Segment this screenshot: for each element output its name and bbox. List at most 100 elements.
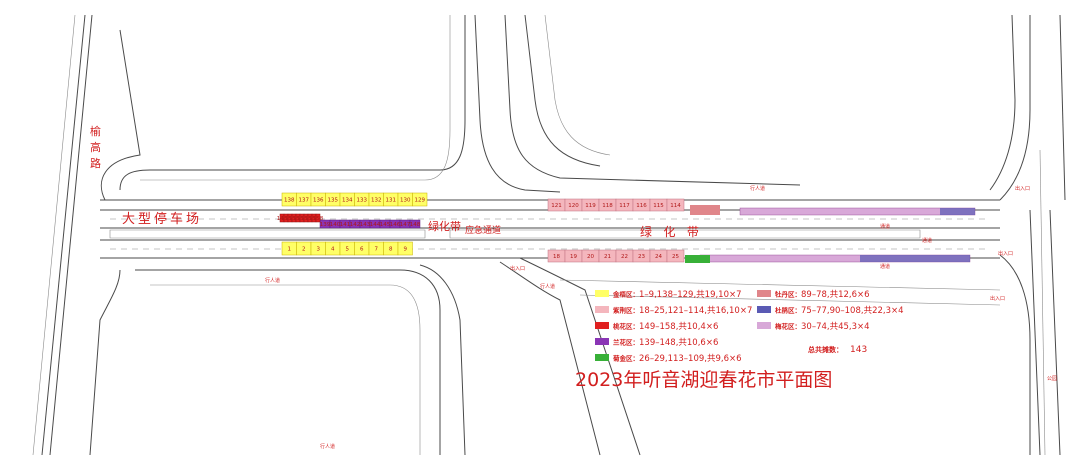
stall-pink [666, 198, 685, 212]
legend-zone-name: 梅花区： [775, 322, 801, 331]
legend-swatch [757, 322, 771, 329]
legend-zone-name: 紫荆区： [613, 306, 639, 315]
legend-zone-detail: 75–77,90–108,共22,3×4 [801, 306, 904, 316]
legend-swatch [757, 290, 771, 297]
stall-number: 156 [305, 216, 316, 222]
stall-number: 120 [568, 203, 579, 209]
stall-number: 9 [404, 247, 408, 253]
stall-number: 153 [293, 216, 304, 222]
stall-number: 24 [655, 254, 662, 260]
svg-text:出入口: 出入口 [1015, 185, 1030, 192]
stall-number: 130 [400, 198, 411, 204]
map-title: 2023年听音湖迎春花市平面图 [575, 369, 832, 391]
stall-red [315, 213, 321, 223]
stall-number: 138 [284, 198, 295, 204]
legend-zone-name: 牡丹区： [775, 290, 801, 299]
stall-number: 157 [309, 216, 320, 222]
stall-number: 148 [410, 222, 421, 228]
legend-zone-detail: 18–25,121–114,共16,10×7 [639, 306, 752, 316]
greenbelt-label-right: 绿 化 带 [640, 224, 699, 239]
stall-pink [666, 249, 685, 263]
stall-number: 137 [299, 198, 310, 204]
road-name-label: 榆高路 [90, 124, 101, 170]
stall-number: 145 [380, 222, 391, 228]
stall-number: 139 [320, 222, 331, 228]
emergency-lane-label: 应急通道 [465, 224, 501, 236]
stall-number: 155 [301, 216, 312, 222]
legend-zone-detail: 30–74,共45,3×4 [801, 322, 870, 332]
railway-lines [32, 14, 93, 456]
stall-number: 7 [375, 247, 379, 253]
stall-number: 134 [342, 198, 353, 204]
svg-text:公园: 公园 [1047, 376, 1057, 382]
stall-number: 151 [285, 216, 296, 222]
svg-text:行人道: 行人道 [540, 283, 555, 290]
stall-number: 143 [360, 222, 371, 228]
legend-zone-detail: 1–9,138–129,共19,10×7 [639, 290, 742, 300]
stall-number: 154 [297, 216, 308, 222]
svg-text:出入口: 出入口 [998, 250, 1013, 257]
legend-zone-name: 杜鹃区： [775, 306, 801, 315]
stall-number: 142 [350, 222, 361, 228]
stall-number: 117 [619, 203, 630, 209]
stall-number: 131 [386, 198, 397, 204]
stall-number: 158 [313, 216, 324, 222]
stall-number: 152 [289, 216, 300, 222]
stall-number: 116 [636, 203, 647, 209]
svg-text:行人道: 行人道 [320, 443, 335, 450]
legend-zone-name: 金梧区： [612, 290, 639, 299]
stall-number: 115 [653, 203, 664, 209]
stall-number: 118 [602, 203, 613, 209]
legend-zone-detail: 149–158,共10,4×6 [639, 322, 718, 332]
legend-zone-detail: 26–29,113–109,共9,6×6 [639, 354, 742, 364]
stall-number: 22 [621, 254, 628, 260]
stall-number: 2 [302, 247, 306, 253]
legend-zone-name: 兰花区： [613, 338, 639, 347]
svg-text:行人道: 行人道 [265, 277, 280, 284]
stall-number: 3 [317, 247, 321, 253]
parking-label: 大型停车场 [122, 211, 202, 227]
greenbelt-label-left: 绿化带 [428, 219, 461, 233]
stall-number: 147 [400, 222, 411, 228]
stall-number: 18 [553, 254, 560, 260]
legend-swatch [595, 322, 609, 329]
stall-yellow [397, 241, 413, 256]
stall-number: 25 [672, 254, 679, 260]
stall-number: 141 [340, 222, 351, 228]
legend-swatch [757, 306, 771, 313]
svg-text:通道: 通道 [880, 223, 890, 230]
stall-number: 23 [638, 254, 645, 260]
legend-zone-detail: 139–148,共10,6×6 [639, 338, 718, 348]
stall-number: 146 [390, 222, 401, 228]
stall-number: 21 [604, 254, 611, 260]
road-curves [89, 14, 1066, 456]
area-labels: 行人道 通道 通道 通道 出入口 出入口 出入口 出入口 行人道 行人道 行人道… [265, 185, 1057, 450]
stall-number: 149 [277, 216, 288, 222]
svg-text:通道: 通道 [922, 237, 932, 244]
stall-number: 5 [346, 247, 350, 253]
legend-zone-detail: 89–78,共12,6×6 [801, 290, 870, 300]
stall-number: 150 [281, 216, 292, 222]
stall-number: 114 [670, 203, 681, 209]
stall-number: 19 [570, 254, 577, 260]
stall-number: 4 [331, 247, 335, 253]
stall-number: 129 [415, 198, 426, 204]
stall-number: 8 [389, 247, 393, 253]
stall-number: 6 [360, 247, 364, 253]
legend-swatch [595, 338, 609, 345]
stall-number: 133 [357, 198, 368, 204]
svg-text:出入口: 出入口 [990, 295, 1005, 302]
stall-yellow [412, 192, 428, 207]
total-stalls-value: 143 [850, 345, 867, 355]
legend-swatch [595, 354, 609, 361]
total-stalls-label: 总共摊数： [808, 345, 843, 354]
legend-swatch [595, 306, 609, 313]
stall-number: 119 [585, 203, 596, 209]
stall-number: 132 [371, 198, 382, 204]
stall-number: 121 [551, 203, 562, 209]
stall-number: 144 [370, 222, 381, 228]
svg-text:通道: 通道 [880, 263, 890, 270]
stall-number: 135 [328, 198, 339, 204]
